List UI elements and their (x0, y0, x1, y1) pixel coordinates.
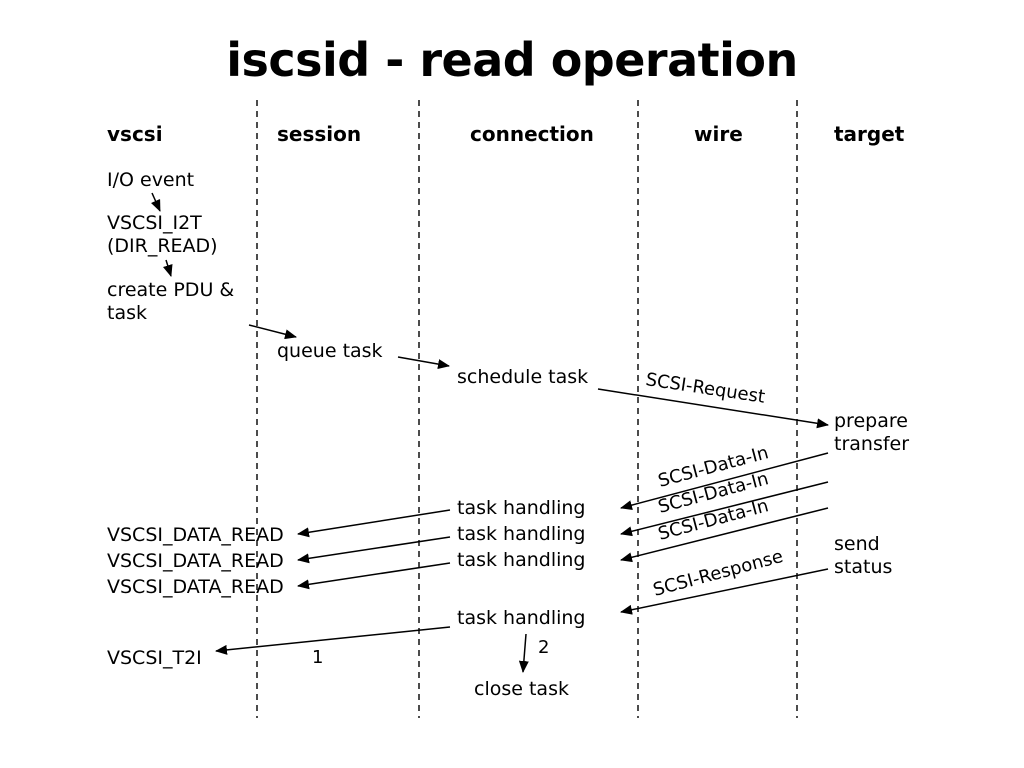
arrow-to-data-read-2 (297, 536, 451, 564)
msg-scsi-request: SCSI-Request (644, 369, 766, 408)
step-vscsi-data-read-2: VSCSI_DATA_READ (107, 550, 284, 572)
step-vscsi-t2i: VSCSI_T2I (107, 647, 202, 669)
arrow-scsi-request (597, 388, 829, 429)
step-close-task: close task (474, 678, 569, 700)
step-status: status (834, 556, 892, 578)
step-create-task: task (107, 302, 147, 324)
step-prepare: prepare (834, 410, 908, 432)
step-schedule-task: schedule task (457, 366, 588, 388)
arrow-i2t-to-create (162, 259, 173, 277)
step-task-handling-4: task handling (457, 607, 585, 629)
step-vscsi-i2t-dir: (DIR_READ) (107, 235, 218, 257)
arrow-to-data-read-3 (297, 562, 451, 590)
step-io-event: I/O event (107, 169, 194, 191)
step-task-handling-3: task handling (457, 549, 585, 571)
lane-header-target: target (834, 122, 905, 146)
arrow-data-in-3 (620, 507, 829, 563)
step-task-handling-2: task handling (457, 523, 585, 545)
lane-header-connection: connection (470, 122, 594, 146)
step-queue-task: queue task (277, 340, 383, 362)
lane-header-vscsi: vscsi (107, 122, 163, 146)
step-vscsi-i2t: VSCSI_I2T (107, 212, 202, 234)
arrow-create-to-queue (248, 324, 297, 340)
arrow-to-t2i (215, 626, 451, 655)
arrow-handling-to-close (518, 633, 529, 673)
arrow-data-in-2 (620, 481, 829, 537)
msg-scsi-response: SCSI-Response (651, 546, 786, 601)
arrow-to-data-read-1 (297, 509, 451, 538)
step-task-handling-1: task handling (457, 497, 585, 519)
arrow-data-in-1 (620, 452, 829, 511)
arrow-io-to-i2t (150, 192, 161, 212)
lane-header-session: session (277, 122, 361, 146)
lane-header-wire: wire (694, 122, 743, 146)
step-number-2: 2 (538, 637, 549, 658)
arrow-queue-to-schedule (397, 356, 450, 370)
step-create-pdu: create PDU & (107, 279, 234, 301)
step-vscsi-data-read-3: VSCSI_DATA_READ (107, 576, 284, 598)
step-number-1: 1 (312, 647, 323, 668)
step-send: send (834, 533, 880, 555)
page-title: iscsid - read operation (226, 33, 798, 87)
step-vscsi-data-read-1: VSCSI_DATA_READ (107, 524, 284, 546)
step-transfer: transfer (834, 433, 909, 455)
arrow-scsi-response (620, 568, 829, 615)
